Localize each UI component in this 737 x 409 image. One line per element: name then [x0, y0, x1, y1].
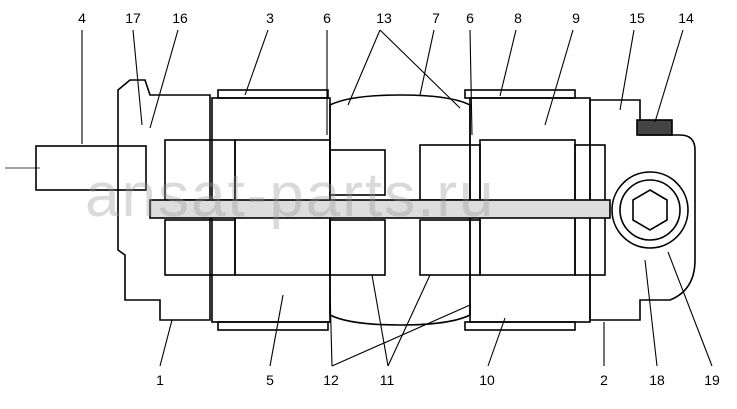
hex-plug-19: [632, 189, 668, 231]
gear-mid-upper: [329, 149, 386, 196]
part-label-7: 7: [432, 10, 440, 26]
part-label-9: 9: [572, 10, 580, 26]
part-label-4: 4: [78, 10, 86, 26]
part-label-12: 12: [323, 372, 339, 388]
part-label-2: 2: [600, 372, 608, 388]
part-label-19: 19: [704, 372, 720, 388]
part-label-17: 17: [125, 10, 141, 26]
part-label-13: 13: [376, 10, 392, 26]
front-flange: [117, 79, 211, 321]
part-label-11: 11: [379, 372, 395, 388]
part-label-18: 18: [649, 372, 665, 388]
part-label-3: 3: [266, 10, 274, 26]
part-label-15: 15: [629, 10, 645, 26]
part-label-6b: 6: [466, 10, 474, 26]
part-label-5: 5: [266, 372, 274, 388]
gear-mid-lower: [329, 219, 386, 276]
watermark: ansat-parts.ru: [85, 161, 496, 230]
part-label-16: 16: [172, 10, 188, 26]
part-label-14: 14: [678, 10, 694, 26]
part-label-8: 8: [514, 10, 522, 26]
part-label-6: 6: [323, 10, 331, 26]
plug-18: [611, 171, 689, 249]
part-label-10: 10: [479, 372, 495, 388]
part-label-1: 1: [156, 372, 164, 388]
rear-cover: [589, 99, 696, 321]
